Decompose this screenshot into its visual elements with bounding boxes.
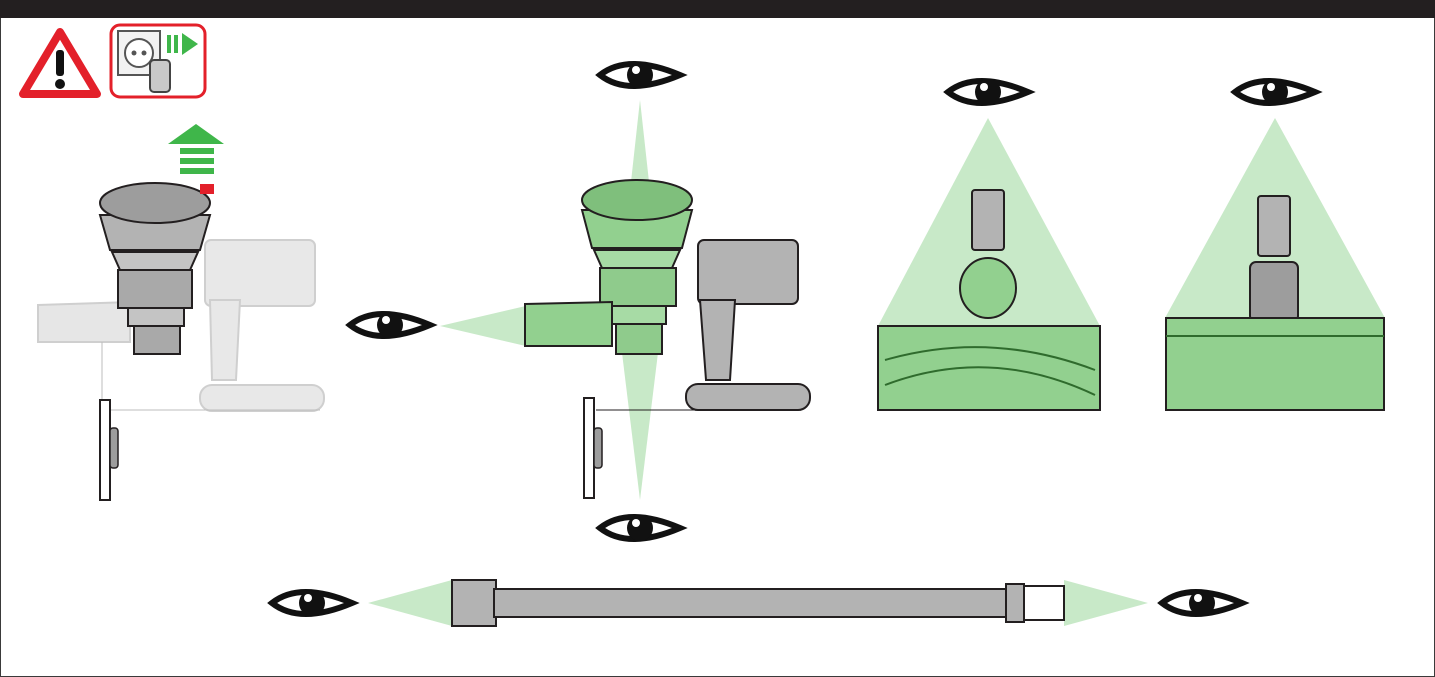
handheld-body xyxy=(596,239,811,411)
bin-flap-detached xyxy=(99,399,119,501)
eye-icon xyxy=(350,312,430,338)
eye-icon xyxy=(600,62,680,88)
extension-wand xyxy=(451,579,1065,627)
motorbar-cleaner-head xyxy=(877,189,1101,411)
view-cone-wand-left xyxy=(368,580,452,626)
eye-icon xyxy=(1235,79,1315,105)
lift-up-arrow-icon xyxy=(168,124,224,174)
eye-icon xyxy=(1162,590,1242,616)
eye-icon xyxy=(948,79,1028,105)
cyclone-bin-inspect xyxy=(524,179,694,355)
bin-flap xyxy=(583,397,603,499)
header-bar xyxy=(0,0,1435,18)
handheld-ghost-body xyxy=(37,239,325,412)
warning-triangle-icon xyxy=(19,28,101,98)
view-cone-wand-right xyxy=(1064,580,1148,626)
unplug-charger-icon xyxy=(109,23,207,99)
eye-icon xyxy=(272,590,352,616)
view-cone-left xyxy=(440,305,530,347)
cyclone-bin-lifted xyxy=(98,182,214,355)
eye-icon xyxy=(600,515,680,541)
softroller-cleaner-head xyxy=(1165,195,1385,411)
